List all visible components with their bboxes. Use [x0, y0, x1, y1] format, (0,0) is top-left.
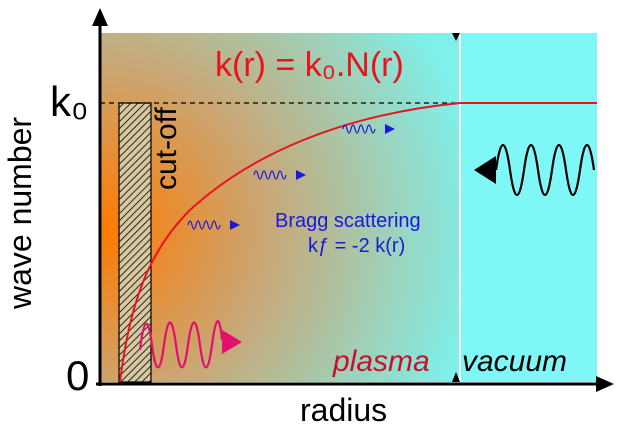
y-axis-arrowhead	[92, 8, 108, 26]
k0-tick-label: k₀	[50, 78, 89, 125]
incident-wave-icon	[138, 320, 242, 369]
bragg-title: Bragg scattering	[275, 210, 421, 232]
boundary-marker-top	[452, 33, 460, 41]
vacuum-wave-icon	[474, 144, 596, 196]
x-axis-label: radius	[300, 392, 388, 428]
scattered-wave-icon-1	[187, 220, 240, 230]
scattered-wave-icon-3	[342, 124, 395, 134]
plasma-label: plasma	[333, 345, 430, 378]
vacuum-label: vacuum	[462, 345, 568, 378]
bragg-equation: kƒ = -2 k(r)	[308, 235, 406, 257]
x-axis-arrowhead	[596, 376, 614, 392]
wavenumber-curve	[119, 102, 597, 383]
cutoff-label: cut-off	[150, 107, 183, 190]
boundary-marker-bottom	[452, 372, 460, 382]
plasma-region	[100, 33, 460, 382]
vacuum-region	[460, 33, 597, 382]
y-axis-label: wave number	[2, 116, 38, 309]
cutoff-band	[118, 102, 152, 383]
zero-tick-label: 0	[66, 352, 90, 399]
wavenumber-formula: k(r) = k₀.N(r)	[215, 46, 404, 84]
scattered-wave-icon-2	[253, 170, 306, 180]
